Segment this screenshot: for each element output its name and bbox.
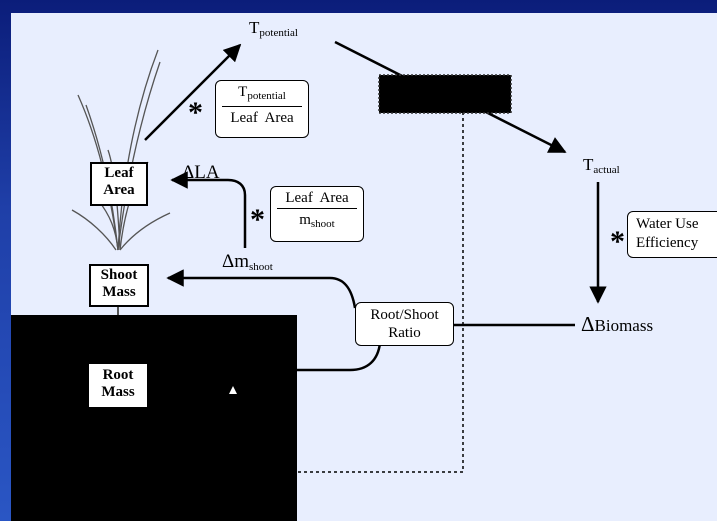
t-actual-label: Tactual xyxy=(583,156,620,176)
t-actual-sub: actual xyxy=(593,164,619,176)
fraction-denominator: Leaf Area xyxy=(216,107,308,128)
root-shoot-ratio-box: Root/Shoot Ratio xyxy=(355,302,454,346)
delta-la-label: ΔLA xyxy=(182,163,220,182)
t-potential-main: T xyxy=(249,18,259,37)
delta-biomass-label: ΔBiomass xyxy=(581,314,653,335)
tpot-over-leaf-area-fraction: Tpotential Leaf Area xyxy=(215,80,309,138)
delta-la-text: LA xyxy=(194,162,219,183)
delta-m-shoot-label: Δmshoot xyxy=(222,252,273,273)
leaf-area-over-mshoot-fraction: Leaf Area mshoot xyxy=(270,186,364,242)
delta-symbol: Δ xyxy=(182,162,194,183)
t-potential-sub: potential xyxy=(259,27,298,39)
multiply-symbol: * xyxy=(188,98,203,128)
delta-symbol: Δ xyxy=(222,251,234,272)
water-use-efficiency-box: Water Use Efficiency xyxy=(627,211,717,258)
t-actual-main: T xyxy=(583,155,593,174)
delta-biomass-text: Biomass xyxy=(595,316,654,335)
dotted-feedback-line xyxy=(297,112,463,472)
multiply-symbol: * xyxy=(610,227,625,257)
multiply-symbol: * xyxy=(250,205,265,235)
root-mass-block xyxy=(11,315,297,521)
delta-m-sub: shoot xyxy=(249,261,273,273)
fraction-numerator: Leaf Area xyxy=(277,187,357,209)
leaf-area-box: Leaf Area xyxy=(90,162,148,206)
t-potential-label: Tpotential xyxy=(249,19,298,39)
fraction-numerator: Tpotential xyxy=(222,81,302,107)
fraction-denominator: mshoot xyxy=(271,209,363,234)
shoot-mass-box: Shoot Mass xyxy=(89,264,149,307)
delta-symbol: Δ xyxy=(581,312,595,336)
root-mass-box: Root Mass xyxy=(89,364,147,407)
plant-illustration xyxy=(72,50,170,250)
delta-m-main: m xyxy=(234,251,249,272)
hidden-black-box xyxy=(379,75,511,113)
